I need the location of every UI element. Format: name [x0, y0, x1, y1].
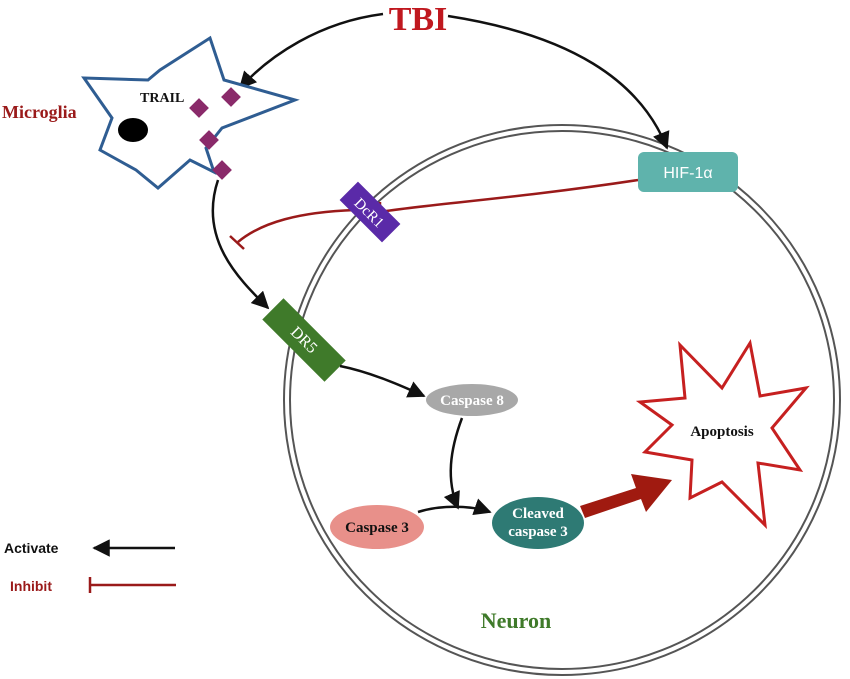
tbi-to-hif-arrow	[447, 14, 670, 150]
trail-to-dr5-arrow	[211, 179, 270, 310]
caspase8-to-cleavage-arrow	[443, 417, 464, 510]
apoptosis-burst	[635, 338, 810, 530]
dcr1-box	[339, 181, 401, 243]
cleaved-to-apoptosis-arrow	[580, 474, 672, 518]
trail-marker	[221, 87, 241, 107]
dcr1-inhibit-bar	[229, 235, 245, 250]
cleaved-caspase3-node	[492, 497, 584, 549]
dr5-box	[262, 298, 346, 382]
neuron-inner-membrane	[289, 130, 835, 670]
trail-label: TRAIL	[140, 91, 184, 106]
dr5-node: DR5	[262, 298, 346, 382]
legend-activate-label: Activate	[4, 540, 59, 556]
microglia-nucleus	[118, 118, 148, 142]
caspase3-label: Caspase 3	[345, 520, 409, 536]
apoptosis-label: Apoptosis	[690, 424, 754, 440]
legend: Activate Inhibit	[4, 539, 176, 594]
hif-to-dcr1-inhibit	[379, 178, 639, 214]
caspase3-node	[330, 505, 424, 549]
tbi-title: TBI	[389, 1, 448, 38]
caspase8-label: Caspase 8	[440, 393, 504, 409]
caspase8-node	[426, 384, 518, 416]
hif-box	[638, 152, 738, 192]
neuron-label: Neuron	[481, 608, 552, 633]
legend-inhibit-label: Inhibit	[10, 578, 52, 594]
microglia-label: Microglia	[2, 102, 77, 122]
cleaved-caspase3-label-line1: Cleaved	[512, 506, 564, 522]
hif-label: HIF-1α	[663, 165, 712, 182]
dcr1-inhibit-line	[237, 208, 356, 243]
tbi-to-microglia-arrow	[238, 12, 384, 90]
trail-marker	[212, 160, 232, 180]
neuron-outer-membrane	[283, 124, 841, 676]
trail-marker	[199, 130, 219, 150]
microglia-cell	[81, 35, 300, 190]
cleaved-caspase3-label-line2: caspase 3	[508, 524, 568, 540]
trail-marker	[189, 98, 209, 118]
dr5-to-caspase8-arrow	[339, 364, 426, 398]
caspase3-to-cleaved-arrow	[417, 498, 492, 516]
